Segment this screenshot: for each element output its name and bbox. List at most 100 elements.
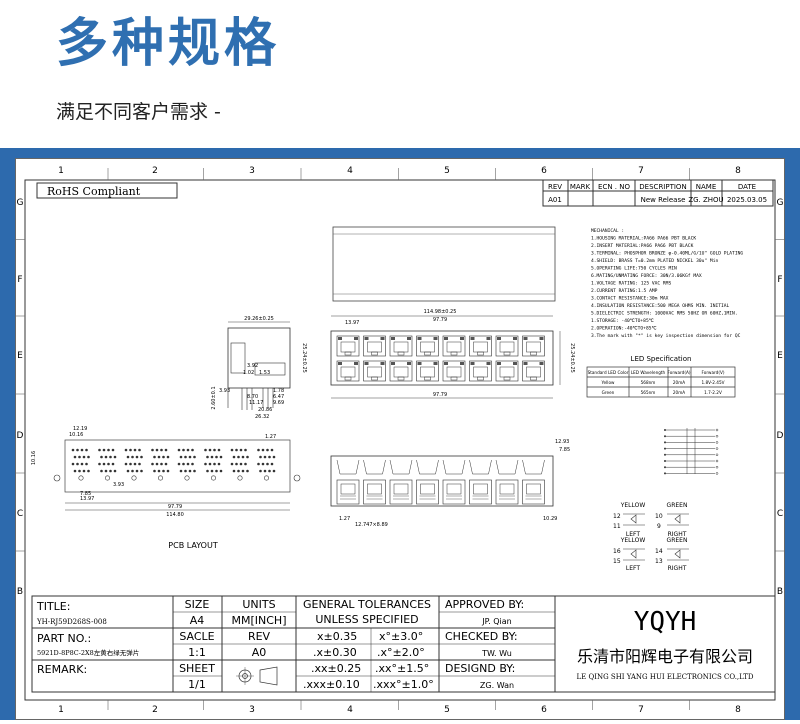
row-label-right: D [777,431,784,441]
column-label-top: 8 [735,166,741,176]
led-green-bottom: GREEN [667,537,688,544]
column-label-bottom: 7 [638,705,644,715]
led-diagram: YELLOW GREEN 12 11 10 9 LEFT RIGHT YELLO… [613,502,689,572]
dim-13-97-pcb: 13.97 [80,496,94,502]
column-label-bottom: 6 [541,705,547,715]
rev-value-name: ZG. ZHOU [688,196,723,204]
led-spec-cell: 1.8V-2.45V [702,380,725,385]
rev-label: REV [248,630,271,643]
column-label-bottom: 2 [152,705,158,715]
led-spec-cell: 568nm [641,380,656,385]
rev-header-date: DATE [738,183,756,191]
led-spec-cell: Yellow [601,380,615,385]
dim-7-85-pcb: 7.85 [80,491,91,497]
column-label-bottom: 1 [58,705,64,715]
company-name-en: LE QING SHI YANG HUI ELECTRONICS CO.,LTD [576,673,753,681]
tol-dot-xx-angle: .xx°±1.5° [375,662,429,675]
dim-11-17: 11.17 [249,400,263,406]
pcb-layout-view [53,439,301,511]
led-spec-cell: 1.7-2.2V [704,390,722,395]
row-label-left: D [17,431,24,441]
dim-1-53: 1.53 [259,370,270,376]
designed-value: ZG. Wan [480,681,514,690]
note-line: 2.CURRENT RATING:1.5 AMP [591,288,658,294]
dim-10-16: 10.16 [69,432,83,438]
dim-114-80: 114.80 [166,512,184,518]
dim-12-93: 12.93 [555,439,569,445]
tol-dot-x: .x±0.30 [313,646,357,659]
column-label-bottom: 5 [444,705,450,715]
dim-6-47: 6.47 [273,394,284,400]
dim-9-69: 9.69 [273,400,284,406]
led-spec-header: LED Wavelength [631,370,666,375]
dim-29-26: 29.26±0.25 [244,316,274,322]
checked-label: CHECKED BY: [445,630,518,643]
tol-x: x±0.35 [317,630,357,643]
rev-value-description: New Release [641,196,686,204]
led-spec-header: Standard LED Color [588,370,629,375]
tol-x-angle: x°±3.0° [379,630,423,643]
pin-12: 12 [613,513,621,520]
top-view-outline [332,226,556,302]
size-label: SIZE [185,598,210,611]
row-label-right: F [777,275,782,285]
row-label-right: C [777,509,783,519]
note-line: 5.OPERATING LIFE:750 CYCLES MIN [591,266,677,272]
part-value: 5921D-8P8C-2X8左黄右绿无弹片 [37,648,139,657]
tolerance-label-1: GENERAL TOLERANCES [303,598,431,611]
units-value: MM[INCH] [232,614,287,627]
page-subtitle: 满足不同客户需求 - [56,101,221,123]
note-line: 3.TERMINAL: PHOSPHOR BRONZE φ-0.40ML/G/1… [591,251,743,257]
dim-3-92: 3.92 [247,363,258,369]
led-right-bottom: RIGHT [668,565,687,572]
title-label: TITLE: [36,600,70,613]
dim-13-97-front: 13.97 [345,320,359,326]
column-label-bottom: 3 [249,705,255,715]
led-spec-header: Forward(A) [668,370,691,375]
column-label-top: 7 [638,166,644,176]
rev-value: A0 [252,646,267,659]
pin-11: 11 [613,523,621,530]
led-spec-title: LED Specification [631,355,692,363]
pin-10: 10 [655,513,663,520]
dim-97-79-pcb: 97.79 [168,504,182,510]
units-label: UNITS [242,598,275,611]
row-label-right: E [777,351,783,361]
pin-16: 16 [613,548,621,555]
led-left-top: LEFT [626,531,640,538]
dim-3-93: 3.93 [219,388,230,394]
front-view-2x8-ports [330,330,554,386]
rev-header-rev: REV [548,183,562,191]
dim-1-02: 1.02 [243,370,254,376]
column-label-bottom: 8 [735,705,741,715]
mechanical-notes: MECHANICAL :1.HOUSING MATERIAL:PA66 PA66… [591,228,743,339]
dim-97-79-bottom: 97.79 [433,392,447,398]
title-block: TITLE: YH-RJ59D268S-008 SIZE A4 UNITS MM… [31,595,776,693]
column-label-top: 5 [444,166,450,176]
led-yellow-bottom: YELLOW [620,537,646,544]
note-line: 4.INSULATION RESISTANCE:500 MEGA OHMS MI… [591,303,730,309]
note-line: 3.The mark with "*" is key inspection di… [591,333,741,339]
note-line: 1.VOLTAGE RATING: 125 VAC RMS [591,281,671,287]
led-left-bottom: LEFT [626,565,640,572]
dim-10-29: 10.29 [543,516,557,522]
dim-7-85-bottom: 7.85 [559,447,570,453]
pin-schematic [664,428,719,475]
pin-13: 13 [655,558,663,565]
rev-header-ecn: ECN . NO [598,183,630,191]
pcb-layout-label: PCB LAYOUT [168,541,218,550]
dim-20-86: 20.86 [258,407,272,413]
column-label-top: 3 [249,166,255,176]
tol-dot-xx: .xx±0.25 [311,662,361,675]
row-label-right: B [777,587,783,597]
header-section: 多种规格 满足不同客户需求 - [0,0,800,148]
row-label-left: C [17,509,23,519]
led-spec-cell: Green [602,390,615,395]
dim-1-27-pcb: 1.27 [265,434,276,440]
designed-label: DESIGND BY: [445,662,515,675]
bottom-view [330,455,554,507]
